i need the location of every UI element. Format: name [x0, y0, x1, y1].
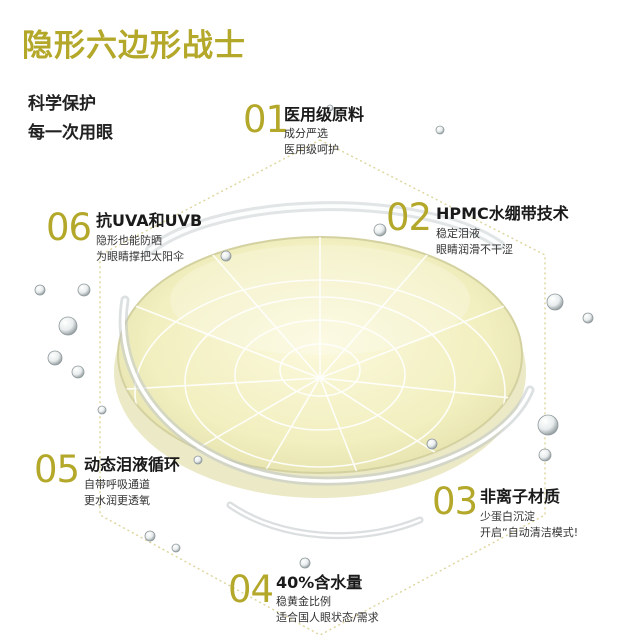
feature-02-number: 02	[386, 196, 432, 239]
feature-05-number: 05	[34, 448, 80, 491]
tagline: 科学保护 每一次用眼	[28, 90, 113, 148]
feature-03: 03 非离子材质 少蛋白沉淀 开启“自动清洁模式!	[432, 482, 632, 546]
feature-03-heading: 非离子材质	[480, 487, 561, 506]
feature-05-heading: 动态泪液循环	[84, 455, 181, 474]
feature-01-heading: 医用级原料	[284, 105, 365, 124]
feature-05: 05 动态泪液循环 自带呼吸通道 更水润更透氧	[34, 450, 234, 514]
feature-01: 01 医用级原料 成分严选 医用级呵护	[243, 100, 403, 164]
feature-02-desc-2: 眼睛润滑不干涩	[436, 243, 513, 256]
feature-06-desc-1: 隐形也能防晒	[96, 234, 162, 247]
feature-03-desc-2: 开启“自动清洁模式!	[480, 526, 579, 539]
feature-02-desc-1: 稳定泪液	[436, 227, 480, 240]
feature-04-number: 04	[228, 568, 274, 611]
tagline-line-1: 科学保护	[28, 94, 96, 114]
feature-04: 04 40%含水量 稳黄金比例 适合国人眼状态/需求	[228, 570, 418, 634]
tagline-line-2: 每一次用眼	[28, 123, 113, 143]
feature-03-desc-1: 少蛋白沉淀	[480, 510, 535, 523]
feature-02-heading: HPMC水绷带技术	[436, 204, 569, 223]
feature-01-desc-2: 医用级呵护	[284, 143, 339, 156]
water-droplets	[34, 104, 594, 569]
feature-04-desc-2: 适合国人眼状态/需求	[276, 611, 379, 624]
feature-04-desc-1: 稳黄金比例	[276, 595, 331, 608]
feature-06-number: 06	[46, 206, 92, 249]
page-title: 隐形六边形战士	[22, 28, 246, 64]
feature-05-desc-1: 自带呼吸通道	[84, 478, 150, 491]
feature-01-number: 01	[243, 98, 289, 141]
feature-05-desc-2: 更水润更透氧	[84, 494, 150, 507]
feature-06-heading: 抗UVA和UVB	[96, 211, 203, 230]
feature-06: 06 抗UVA和UVB 隐形也能防晒 为眼睛撑把太阳伞	[46, 208, 246, 272]
feature-03-number: 03	[432, 480, 478, 523]
feature-06-desc-2: 为眼睛撑把太阳伞	[96, 250, 184, 263]
feature-02: 02 HPMC水绷带技术 稳定泪液 眼睛润滑不干涩	[386, 198, 626, 262]
feature-01-desc-1: 成分严选	[284, 127, 328, 140]
feature-04-heading: 40%含水量	[276, 573, 363, 592]
